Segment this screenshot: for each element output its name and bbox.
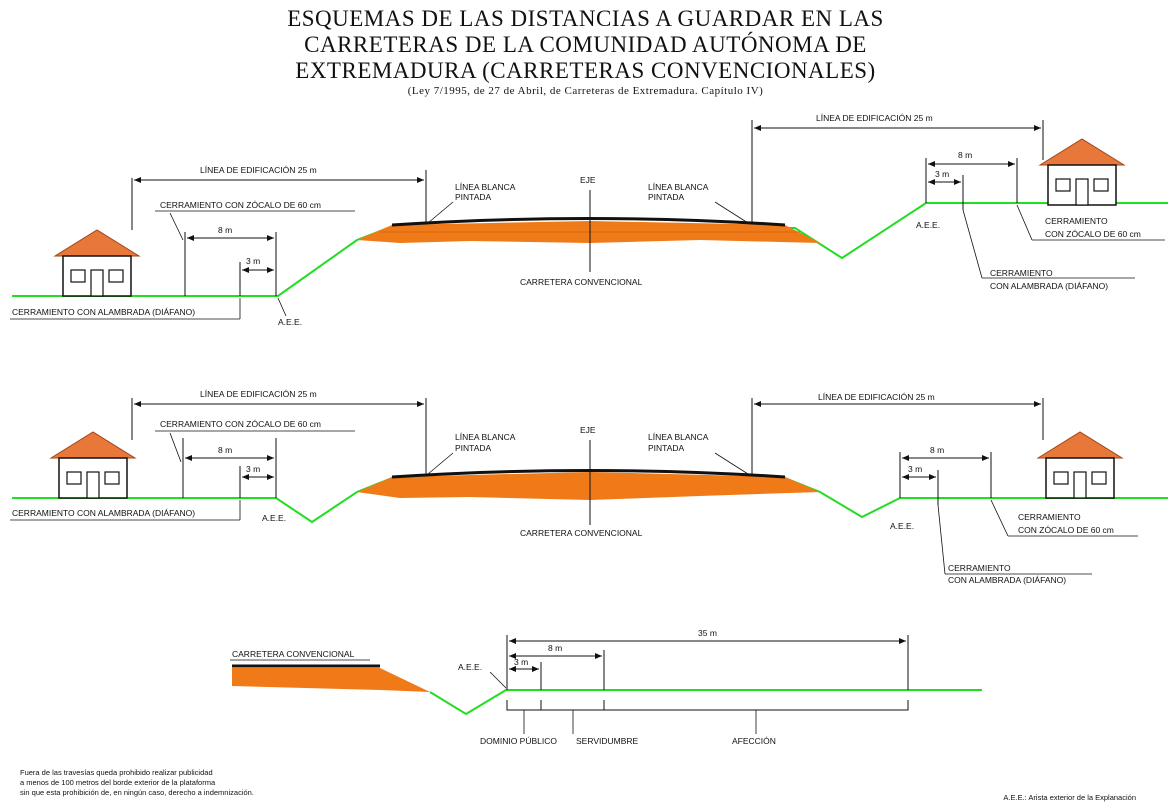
label-linea-blanca: LÍNEA BLANCA bbox=[648, 182, 709, 192]
dim-8m: 8 m bbox=[548, 643, 562, 653]
label-aee: A.E.E. bbox=[916, 220, 940, 230]
label-cerramiento: CERRAMIENTO bbox=[1018, 512, 1081, 522]
label-con-alambrada: CON ALAMBRADA (DIÁFANO) bbox=[990, 281, 1108, 291]
label-aee: A.E.E. bbox=[458, 662, 482, 672]
label-linea-blanca: LÍNEA BLANCA bbox=[648, 432, 709, 442]
label-linea-blanca: LÍNEA BLANCA bbox=[455, 432, 516, 442]
label-eje: EJE bbox=[580, 425, 596, 435]
label-cerramiento-zocalo: CERRAMIENTO CON ZÓCALO DE 60 cm bbox=[160, 419, 321, 429]
label-linea-edificacion: LÍNEA DE EDIFICACIÓN 25 m bbox=[816, 113, 933, 123]
label-cerramiento-alambrada: CERRAMIENTO CON ALAMBRADA (DIÁFANO) bbox=[12, 508, 195, 518]
title-line-1: ESQUEMAS DE LAS DISTANCIAS A GUARDAR EN … bbox=[287, 6, 884, 31]
footnote: Fuera de las travesías queda prohibido r… bbox=[20, 768, 380, 798]
dim-3m: 3 m bbox=[935, 169, 949, 179]
footnote-line-3: sin que esta prohibición de, en ningún c… bbox=[20, 788, 254, 797]
dim-8m: 8 m bbox=[958, 150, 972, 160]
label-aee: A.E.E. bbox=[890, 521, 914, 531]
ground-line-3 bbox=[429, 689, 982, 716]
label-cerramiento-zocalo: CERRAMIENTO CON ZÓCALO DE 60 cm bbox=[160, 200, 321, 210]
label-cerramiento: CERRAMIENTO bbox=[1045, 216, 1108, 226]
footnote-line-2: a menos de 100 metros del borde exterior… bbox=[20, 778, 216, 787]
label-servidumbre: SERVIDUMBRE bbox=[576, 736, 639, 746]
label-linea-edificacion: LÍNEA DE EDIFICACIÓN 25 m bbox=[200, 165, 317, 175]
dim-3m: 3 m bbox=[246, 256, 260, 266]
label-con-alambrada: CON ALAMBRADA (DIÁFANO) bbox=[948, 575, 1066, 585]
label-carretera: CARRETERA CONVENCIONAL bbox=[520, 277, 643, 287]
title-line-2: CARRETERAS DE LA COMUNIDAD AUTÓNOMA DE bbox=[304, 32, 867, 57]
house-icon bbox=[50, 431, 136, 499]
label-eje: EJE bbox=[580, 175, 596, 185]
dim-8m: 8 m bbox=[218, 225, 232, 235]
title-line-3: EXTREMADURA (CARRETERAS CONVENCIONALES) bbox=[295, 58, 876, 83]
diagram-3: CARRETERA CONVENCIONAL 35 m 8 m 3 m A.E.… bbox=[230, 628, 982, 746]
house-icon bbox=[1037, 431, 1123, 499]
label-carretera: CARRETERA CONVENCIONAL bbox=[520, 528, 643, 538]
footnote-line-1: Fuera de las travesías queda prohibido r… bbox=[20, 768, 213, 777]
label-afeccion: AFECCIÓN bbox=[732, 736, 776, 746]
label-cerramiento-alambrada: CERRAMIENTO CON ALAMBRADA (DIÁFANO) bbox=[12, 307, 195, 317]
label-aee: A.E.E. bbox=[262, 513, 286, 523]
label-dominio: DOMINIO PÚBLICO bbox=[480, 736, 557, 746]
label-cerramiento: CERRAMIENTO bbox=[948, 563, 1011, 573]
label-linea-blanca: LÍNEA BLANCA bbox=[455, 182, 516, 192]
dim-8m: 8 m bbox=[218, 445, 232, 455]
house-icon bbox=[1039, 138, 1125, 206]
subtitle: (Ley 7/1995, de 27 de Abril, de Carreter… bbox=[407, 85, 764, 97]
dim-8m: 8 m bbox=[930, 445, 944, 455]
dim-3m: 3 m bbox=[246, 464, 260, 474]
diagram-1: LÍNEA DE EDIFICACIÓN 25 m LÍNEA DE EDIFI… bbox=[10, 113, 1168, 327]
label-aee: A.E.E. bbox=[278, 317, 302, 327]
label-con-zocalo: CON ZÓCALO DE 60 cm bbox=[1018, 525, 1114, 535]
dim-3m: 3 m bbox=[908, 464, 922, 474]
house-icon bbox=[54, 229, 140, 297]
label-con-zocalo: CON ZÓCALO DE 60 cm bbox=[1045, 229, 1141, 239]
label-pintada: PINTADA bbox=[648, 192, 685, 202]
dim-3m: 3 m bbox=[514, 657, 528, 667]
label-pintada: PINTADA bbox=[648, 443, 685, 453]
label-pintada: PINTADA bbox=[455, 443, 492, 453]
legend-aee: A.E.E.: Arista exterior de la Explanació… bbox=[1003, 793, 1136, 802]
diagram-2: LÍNEA DE EDIFICACIÓN 25 m LÍNEA DE EDIFI… bbox=[10, 389, 1168, 585]
label-cerramiento: CERRAMIENTO bbox=[990, 268, 1053, 278]
label-carretera: CARRETERA CONVENCIONAL bbox=[232, 649, 355, 659]
label-pintada: PINTADA bbox=[455, 192, 492, 202]
label-linea-edificacion: LÍNEA DE EDIFICACIÓN 25 m bbox=[818, 392, 935, 402]
dim-35m: 35 m bbox=[698, 628, 717, 638]
label-linea-edificacion: LÍNEA DE EDIFICACIÓN 25 m bbox=[200, 389, 317, 399]
